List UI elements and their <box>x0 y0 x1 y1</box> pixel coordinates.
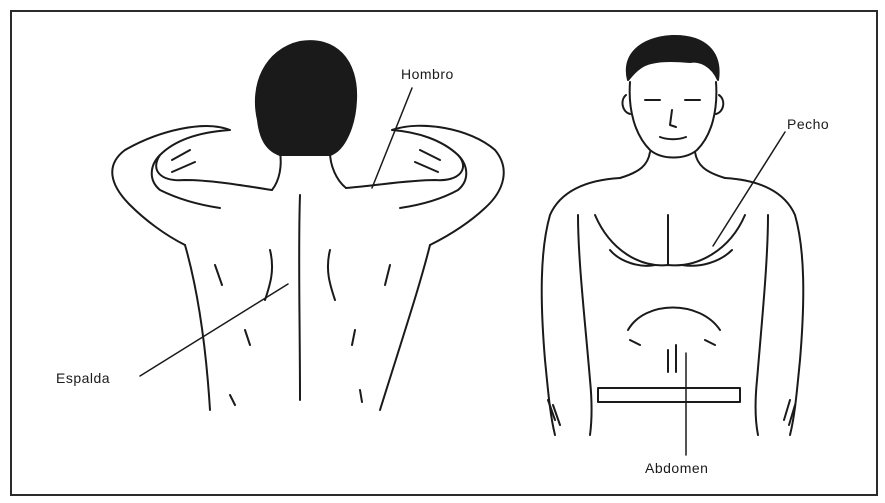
back-head-hair <box>256 41 356 155</box>
back-right-arm <box>346 126 504 245</box>
back-torso <box>185 245 430 410</box>
label-hombro: Hombro <box>401 66 454 82</box>
figure-back-view <box>112 41 503 410</box>
label-pecho: Pecho <box>787 116 829 132</box>
leader-lines <box>140 88 785 455</box>
label-abdomen: Abdomen <box>645 460 708 476</box>
label-espalda: Espalda <box>56 370 110 386</box>
leader-hombro <box>372 88 412 188</box>
leader-pecho <box>713 132 785 246</box>
front-neck <box>620 152 725 178</box>
back-left-arm <box>112 126 272 245</box>
front-abdomen <box>628 308 720 331</box>
front-head-hair <box>627 36 719 80</box>
figure-front-view <box>542 36 804 435</box>
leader-espalda <box>140 284 288 376</box>
front-face <box>630 82 717 158</box>
back-spine <box>299 195 300 400</box>
front-waistband <box>598 388 740 402</box>
back-neck <box>272 152 346 190</box>
